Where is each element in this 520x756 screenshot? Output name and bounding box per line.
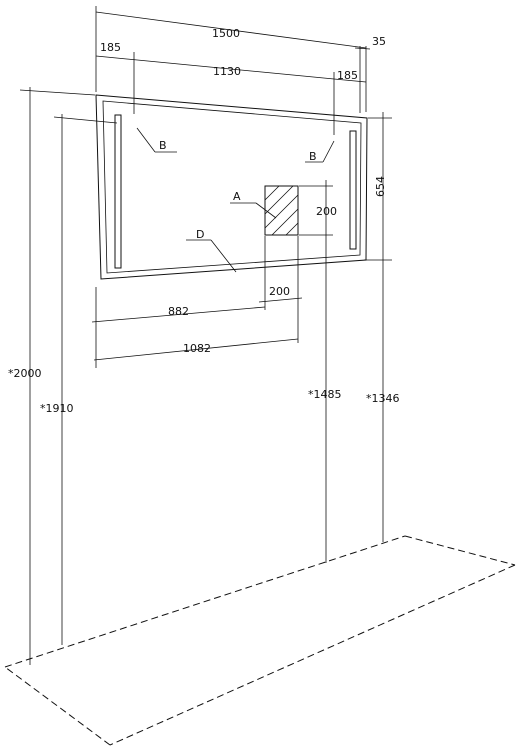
dim-label-1485: *1485 xyxy=(308,388,342,401)
dim-label-35: 35 xyxy=(372,35,386,48)
dim-socket-left-edge xyxy=(92,287,265,368)
callout-b-left-leader xyxy=(137,128,177,152)
floor-outline xyxy=(5,536,515,745)
dim-label-185-right: 185 xyxy=(337,69,358,82)
dim-label-654: 654 xyxy=(374,176,387,197)
dim-label-200-horizontal: 200 xyxy=(269,285,290,298)
dim-label-1082: 1082 xyxy=(183,342,211,355)
led-strip-right xyxy=(350,131,356,249)
dim-label-185-left: 185 xyxy=(100,41,121,54)
dim-label-2000: *2000 xyxy=(8,367,42,380)
socket-box xyxy=(265,186,298,235)
dim-label-882: 882 xyxy=(168,305,189,318)
callout-d-label: D xyxy=(196,228,204,241)
dim-label-1910: *1910 xyxy=(40,402,74,415)
dim-overall-width xyxy=(96,6,366,112)
dim-floor-to-inner-top xyxy=(54,114,117,645)
dim-label-1130: 1130 xyxy=(213,65,241,78)
dim-label-1346: *1346 xyxy=(366,392,400,405)
callout-b-left-label: B xyxy=(159,139,167,152)
callout-a-leader xyxy=(230,203,276,218)
callout-a-label: A xyxy=(233,190,241,203)
dim-label-200-vertical: 200 xyxy=(316,205,337,218)
dim-label-1500: 1500 xyxy=(212,27,240,40)
led-strip-left xyxy=(115,115,121,268)
callout-b-right-label: B xyxy=(309,150,317,163)
